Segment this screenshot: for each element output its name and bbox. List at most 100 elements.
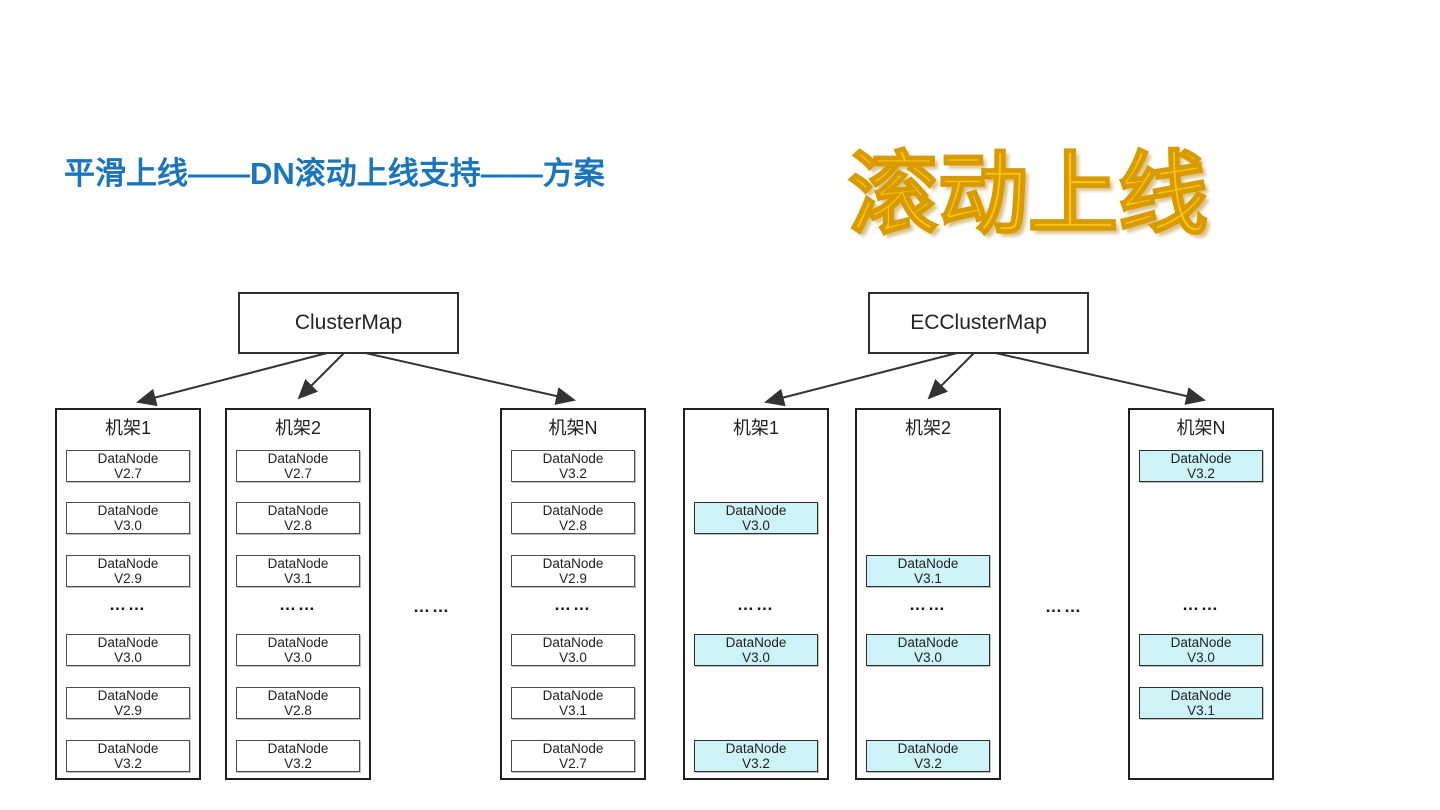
datanode-version: V3.0 [559,650,587,665]
datanode-label: DataNode [267,634,329,650]
ellipsis-row: …… [1139,588,1263,622]
datanode-label: DataNode [1170,634,1232,650]
empty-slot [1139,740,1263,772]
datanode-version: V3.2 [114,756,142,771]
datanode-version: V3.0 [914,650,942,665]
datanode-label: DataNode [725,502,787,518]
datanode-label: DataNode [97,450,159,466]
datanode-version: V3.2 [742,756,770,771]
rack-title: 机架2 [904,418,951,438]
ellipsis-text: …… [109,595,147,614]
empty-slot [1139,502,1263,534]
page-title: 平滑上线——DN滚动上线支持——方案 [64,156,605,191]
datanode-label: DataNode [97,634,159,650]
datanode-label: DataNode [542,634,604,650]
datanode-label: DataNode [97,740,159,756]
datanode-version: V3.1 [1187,703,1215,718]
rack-title: 机架N [1176,418,1226,438]
datanode-version: V2.9 [114,571,142,586]
datanode-version: V2.7 [559,756,587,771]
datanode-version: V2.7 [284,466,312,481]
ellipsis-row: …… [236,588,360,622]
datanode-version: V3.0 [742,650,770,665]
datanode-version: V3.2 [1187,466,1215,481]
datanode-label: DataNode [267,740,329,756]
empty-slot [1139,555,1263,587]
wordart-title: 滚动上线 [847,145,1209,245]
datanode-label: DataNode [1170,687,1232,703]
clustermap-root-label: ClusterMap [294,311,403,334]
datanode-version: V2.9 [114,703,142,718]
empty-slot [694,687,818,719]
rack-title: 机架N [548,418,598,438]
ellipsis-text: …… [279,595,317,614]
datanode-label: DataNode [267,502,329,518]
datanode-label: DataNode [897,740,959,756]
datanode-label: DataNode [97,555,159,571]
datanode-label: DataNode [97,687,159,703]
datanode-version: V3.0 [284,650,312,665]
datanode-label: DataNode [725,634,787,650]
datanode-version: V2.8 [284,518,312,533]
datanode-version: V3.0 [1187,650,1215,665]
empty-slot [694,450,818,482]
ecclustermap-root-box: ECClusterMap [868,292,1089,354]
datanode-label: DataNode [542,740,604,756]
ecclustermap-root-label: ECClusterMap [910,311,1047,334]
ellipsis-text: …… [1182,595,1220,614]
ellipsis-row: …… [66,588,190,622]
datanode-label: DataNode [542,502,604,518]
datanode-version: V3.2 [914,756,942,771]
datanode-version: V2.9 [559,571,587,586]
ellipsis-row: …… [866,588,990,622]
ellipsis-text: …… [909,595,947,614]
datanode-version: V2.7 [114,466,142,481]
empty-slot [866,687,990,719]
datanode-label: DataNode [97,502,159,518]
datanode-version: V3.1 [914,571,942,586]
empty-slot [694,555,818,587]
datanode-label: DataNode [267,450,329,466]
empty-slot [866,450,990,482]
datanode-version: V3.1 [559,703,587,718]
